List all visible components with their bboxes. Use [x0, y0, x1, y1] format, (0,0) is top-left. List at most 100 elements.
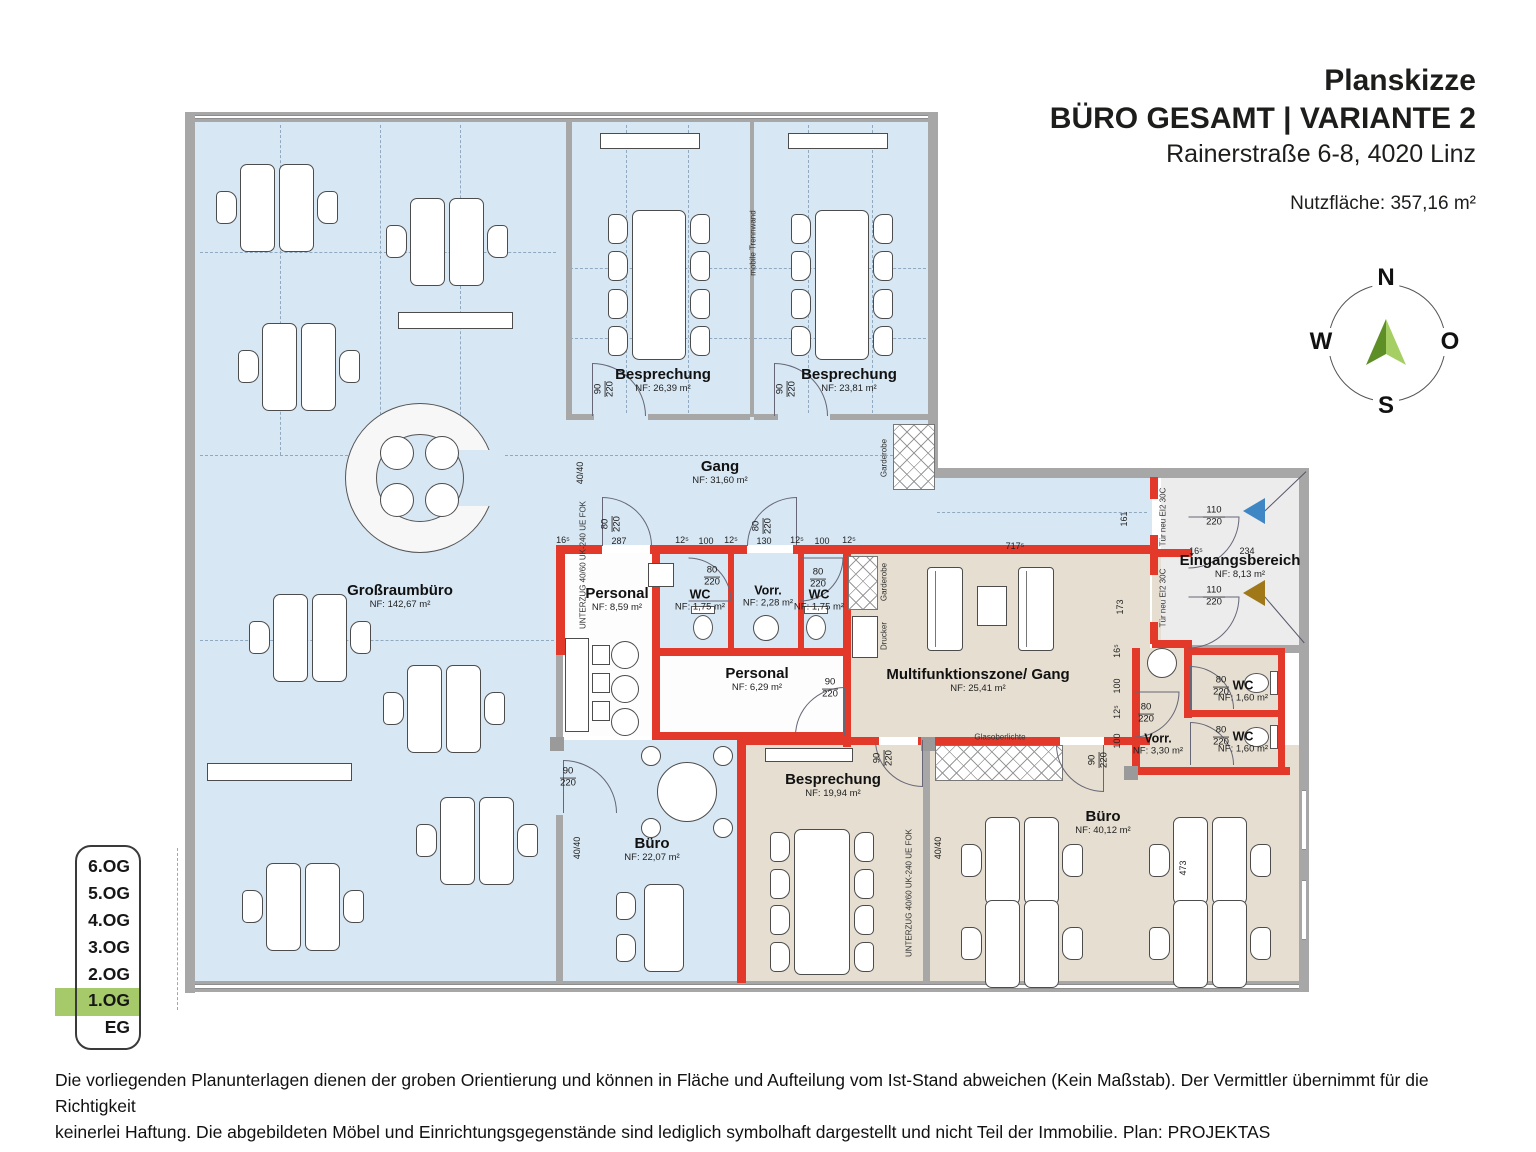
floor-option-5og[interactable]: 5.OG: [88, 883, 130, 904]
desk: [262, 323, 297, 411]
toilet-bowl: [693, 615, 713, 640]
floor-option-2og[interactable]: 2.OG: [88, 963, 130, 984]
room-name: Besprechung: [615, 366, 711, 383]
wall-new: [1150, 535, 1158, 549]
chair: [383, 692, 404, 725]
dimension-label: 16⁵: [1112, 644, 1122, 658]
wall: [185, 112, 195, 993]
chair: [517, 824, 538, 857]
door-height: 220: [704, 576, 720, 588]
room-area: NF: 40,12 m²: [1075, 825, 1131, 836]
wall: [556, 653, 563, 740]
dimension-label: 12⁵: [790, 535, 804, 545]
room-area: NF: 1,60 m²: [1217, 743, 1269, 755]
wall: [830, 414, 928, 420]
wall-new: [1150, 557, 1158, 575]
chair: [339, 350, 360, 383]
wall-new: [1278, 655, 1285, 710]
chair: [1062, 844, 1083, 877]
door-height: 220: [810, 578, 826, 590]
room-name: WC: [1232, 678, 1254, 693]
wall: [928, 468, 1309, 478]
toilet-tank: [804, 606, 828, 614]
round-furniture: [611, 675, 639, 703]
chair: [1149, 844, 1170, 877]
room-name: Gang: [700, 458, 740, 475]
wall-new: [1278, 717, 1285, 769]
chair: [961, 927, 982, 960]
floor-option-1og[interactable]: 1.OG: [88, 990, 130, 1011]
chair: [791, 326, 811, 357]
door-width: 110: [1203, 585, 1225, 598]
dashed-line: [380, 125, 381, 455]
wall: [566, 414, 594, 420]
wall-new: [1132, 767, 1290, 775]
room-area: NF: 19,94 m²: [805, 788, 861, 799]
door-width: 110: [1203, 505, 1225, 518]
entrance-arrow-icon: [1243, 498, 1265, 524]
chair: [854, 905, 874, 936]
dimension-label: 130: [756, 536, 772, 546]
toilet-tank: [1270, 725, 1278, 749]
wall: [1302, 880, 1306, 940]
door-height: 220: [762, 518, 774, 534]
door-width: 90: [559, 766, 577, 779]
desk: [301, 323, 336, 411]
room-area: NF: 31,60 m²: [692, 475, 748, 486]
wall-new: [798, 553, 804, 655]
door-height: 220: [1213, 686, 1229, 698]
chair: [770, 832, 790, 863]
dimension-label: 287: [611, 536, 627, 546]
toilet-tank: [691, 606, 715, 614]
door-width: 80: [809, 567, 827, 580]
room-name: Vorr.: [754, 583, 782, 598]
chair: [616, 892, 636, 920]
plan-annotation: Garderobe: [879, 562, 889, 602]
toilet-tank: [1270, 671, 1278, 695]
hatched-area: [893, 424, 935, 490]
floor-option-6og[interactable]: 6.OG: [88, 856, 130, 877]
desk: [279, 164, 314, 252]
chair: [873, 213, 893, 244]
dimension-label: 40/40: [933, 836, 943, 860]
chair: [690, 251, 710, 282]
door-height: 220: [1138, 713, 1154, 725]
door-width: 80: [1137, 702, 1155, 715]
room-area: NF: 26,39 m²: [635, 383, 691, 394]
dimension-label: 12⁵: [842, 535, 856, 545]
chair: [854, 868, 874, 899]
wall: [1299, 468, 1309, 992]
dimension-label: 16⁵: [1189, 546, 1203, 556]
chair: [770, 868, 790, 899]
round-furniture: [611, 708, 639, 736]
plan-annotation: Drucker: [879, 621, 889, 651]
sofa-line: [935, 571, 936, 647]
dimension-label: 12⁵: [724, 535, 738, 545]
dashed-line: [280, 125, 281, 455]
floor-option-4og[interactable]: 4.OG: [88, 909, 130, 930]
door-width: 80: [703, 565, 721, 578]
desk: [1212, 817, 1247, 905]
floor-option-3og[interactable]: 3.OG: [88, 936, 130, 957]
wall-new: [1152, 640, 1192, 648]
chair: [690, 326, 710, 357]
floor-option-eg[interactable]: EG: [104, 1017, 130, 1038]
desk: [985, 900, 1020, 988]
chair: [713, 818, 733, 838]
desk: [1173, 900, 1208, 988]
room-name: Büro: [1085, 808, 1121, 825]
chair: [873, 251, 893, 282]
chair: [641, 818, 661, 838]
round-table: [657, 762, 717, 822]
desk: [1024, 817, 1059, 905]
wall: [1302, 790, 1306, 850]
